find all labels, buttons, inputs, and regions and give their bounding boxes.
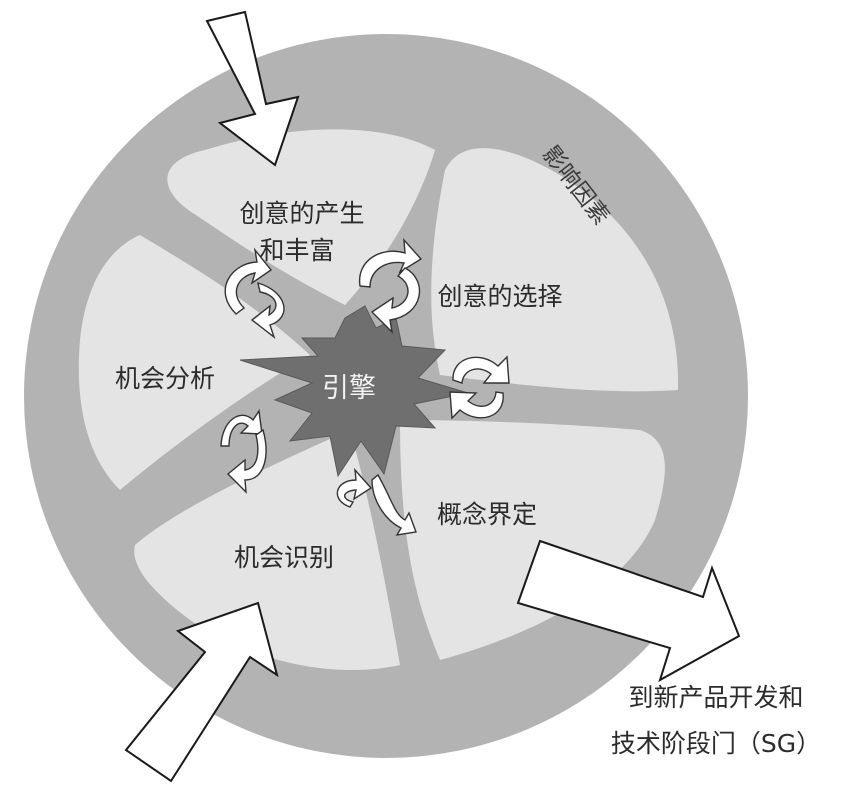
sector-idea-selection xyxy=(431,148,679,392)
input-arrow-bottom-left xyxy=(124,601,279,783)
cycle-arrow-2 xyxy=(359,237,423,335)
sector-concept-definition xyxy=(400,420,665,660)
input-arrow-top xyxy=(205,10,300,167)
sector-label-idea-generation-line2: 和丰富 xyxy=(259,236,334,265)
sector-opportunity-identification xyxy=(134,430,400,670)
cycle-arrow-5 xyxy=(220,409,267,494)
cycle-arrow-1 xyxy=(224,247,285,339)
output-arrow xyxy=(516,539,741,683)
sector-label-opportunity-analysis: 机会分析 xyxy=(115,364,215,393)
output-label-line2: 技术阶段门（SG） xyxy=(611,729,821,758)
engine-star xyxy=(239,305,469,478)
sector-label-idea-generation-line1: 创意的产生 xyxy=(239,199,364,228)
sector-opportunity-analysis xyxy=(78,235,310,490)
sector-label-concept-definition: 概念界定 xyxy=(437,500,537,529)
sector-label-idea-selection: 创意的选择 xyxy=(437,282,562,311)
sector-label-opportunity-identification: 机会识别 xyxy=(234,543,334,572)
cycle-arrow-3 xyxy=(449,355,510,420)
cycle-arrow-4 xyxy=(336,467,417,536)
engine-label: 引擎 xyxy=(322,373,376,404)
output-label-line1: 到新产品开发和 xyxy=(628,683,803,712)
